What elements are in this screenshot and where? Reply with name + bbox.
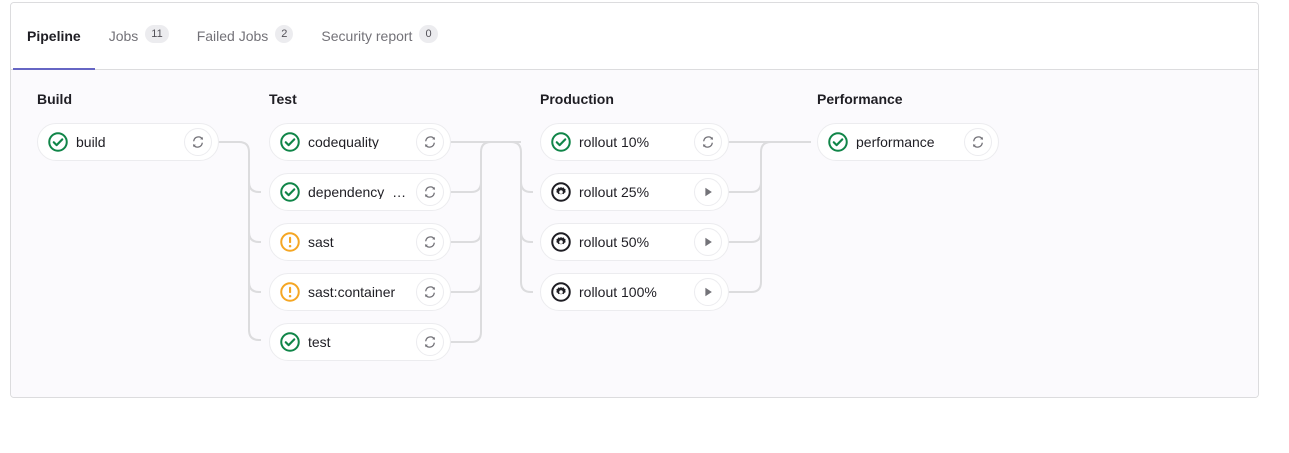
job-rollout-25-label: rollout 25%	[579, 185, 650, 199]
retry-icon[interactable]	[416, 278, 444, 306]
job-rollout-50[interactable]: rollout 50%	[540, 223, 729, 261]
status-manual-icon	[551, 282, 571, 302]
job-dependency-scanning-label: dependency_s…	[308, 185, 410, 199]
tab-pipeline-label: Pipeline	[27, 28, 81, 44]
job-codequality-label: codequality	[308, 135, 379, 149]
retry-icon[interactable]	[416, 128, 444, 156]
job-build[interactable]: build	[37, 123, 219, 161]
retry-icon[interactable]	[694, 128, 722, 156]
tab-jobs[interactable]: Jobs 11	[95, 3, 183, 69]
job-codequality[interactable]: codequality	[269, 123, 451, 161]
stage-build-title: Build	[37, 91, 72, 107]
status-success-icon	[48, 132, 68, 152]
job-rollout-50-label: rollout 50%	[579, 235, 650, 249]
pipeline-card: Pipeline Jobs 11 Failed Jobs 2 Security …	[10, 2, 1259, 398]
play-icon[interactable]	[694, 278, 722, 306]
job-test[interactable]: test	[269, 323, 451, 361]
tab-jobs-label: Jobs	[108, 28, 139, 44]
stage-production-title: Production	[540, 91, 614, 107]
tab-bar: Pipeline Jobs 11 Failed Jobs 2 Security …	[11, 3, 1258, 70]
job-rollout-25[interactable]: rollout 25%	[540, 173, 729, 211]
job-rollout-10[interactable]: rollout 10%	[540, 123, 729, 161]
stage-performance-title: Performance	[817, 91, 903, 107]
job-rollout-100-label: rollout 100%	[579, 285, 657, 299]
tab-security-report-badge: 0	[419, 25, 438, 43]
status-success-icon	[280, 332, 300, 352]
status-warning-icon	[280, 232, 300, 252]
retry-icon[interactable]	[964, 128, 992, 156]
job-rollout-10-label: rollout 10%	[579, 135, 650, 149]
play-icon[interactable]	[694, 178, 722, 206]
tab-list: Pipeline Jobs 11 Failed Jobs 2 Security …	[11, 3, 1258, 70]
tab-security-report-label: Security report	[321, 28, 413, 44]
retry-icon[interactable]	[416, 328, 444, 356]
tab-pipeline[interactable]: Pipeline	[13, 3, 95, 70]
tab-jobs-badge: 11	[145, 25, 169, 43]
job-sast-label: sast	[308, 235, 334, 249]
play-icon[interactable]	[694, 228, 722, 256]
retry-icon[interactable]	[184, 128, 212, 156]
job-performance-label: performance	[856, 135, 935, 149]
job-performance[interactable]: performance	[817, 123, 999, 161]
job-sast-container-label: sast:container	[308, 285, 396, 299]
tab-security-report[interactable]: Security report 0	[307, 3, 451, 69]
status-success-icon	[828, 132, 848, 152]
status-warning-icon	[280, 282, 300, 302]
tab-failed-jobs-badge: 2	[275, 25, 294, 43]
job-build-label: build	[76, 135, 106, 149]
pipeline-graph: Build build	[11, 70, 1258, 397]
tab-failed-jobs-label: Failed Jobs	[196, 28, 269, 44]
job-dependency-scanning[interactable]: dependency_s…	[269, 173, 451, 211]
status-success-icon	[280, 132, 300, 152]
retry-icon[interactable]	[416, 178, 444, 206]
status-success-icon	[280, 182, 300, 202]
status-manual-icon	[551, 232, 571, 252]
status-success-icon	[551, 132, 571, 152]
stage-test-title: Test	[269, 91, 297, 107]
job-sast[interactable]: sast	[269, 223, 451, 261]
job-test-label: test	[308, 335, 331, 349]
job-sast-container[interactable]: sast:container	[269, 273, 451, 311]
job-rollout-100[interactable]: rollout 100%	[540, 273, 729, 311]
status-manual-icon	[551, 182, 571, 202]
tab-failed-jobs[interactable]: Failed Jobs 2	[183, 3, 308, 69]
retry-icon[interactable]	[416, 228, 444, 256]
